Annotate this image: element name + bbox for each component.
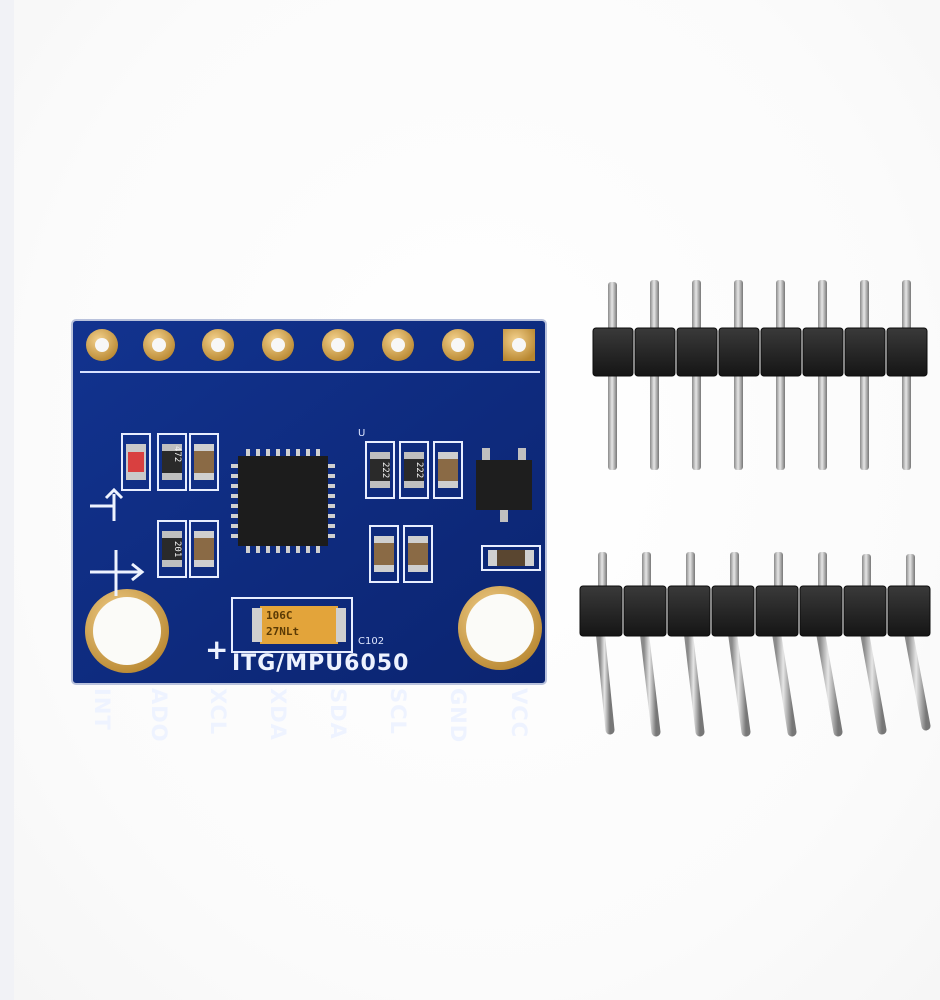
- left-margin-strip: [0, 0, 14, 1000]
- pin-label-vcc: VCC: [507, 688, 531, 739]
- pin-label-xda: XDA: [266, 688, 290, 741]
- model-label: ITG/MPU6050: [232, 651, 410, 676]
- pin-label-int: INT: [90, 688, 114, 731]
- capacitor-marking: 106C: [266, 609, 293, 622]
- mpu6050-board: INT ADO XCL XDA SDA SCL GND VCC 472 222 …: [70, 316, 548, 743]
- straight-pin-header-icon: [592, 280, 928, 470]
- pin-pads: [86, 329, 535, 361]
- pin-headers: [579, 280, 931, 737]
- capacitor-marking: 27NLt: [266, 625, 300, 638]
- resistor-code: 222: [414, 462, 424, 479]
- pin-label-gnd: GND: [446, 688, 470, 744]
- chip-designator: U: [358, 428, 366, 439]
- pin-label-xcl: XCL: [206, 688, 230, 736]
- polarity-mark: +: [205, 633, 229, 666]
- board-graphic: [71, 319, 547, 685]
- mpu-chip: [231, 449, 335, 553]
- pin-label-ado: ADO: [147, 688, 171, 743]
- capacitor-designator: C102: [358, 636, 385, 647]
- resistor-code: 201: [172, 541, 182, 558]
- pin-label-sda: SDA: [326, 688, 350, 740]
- resistor-code: 222: [380, 462, 390, 479]
- angled-pin-header-icon: [579, 552, 931, 737]
- pin-label-scl: SCL: [386, 688, 410, 735]
- resistor-code: 472: [172, 446, 182, 463]
- mounting-holes: [85, 586, 542, 673]
